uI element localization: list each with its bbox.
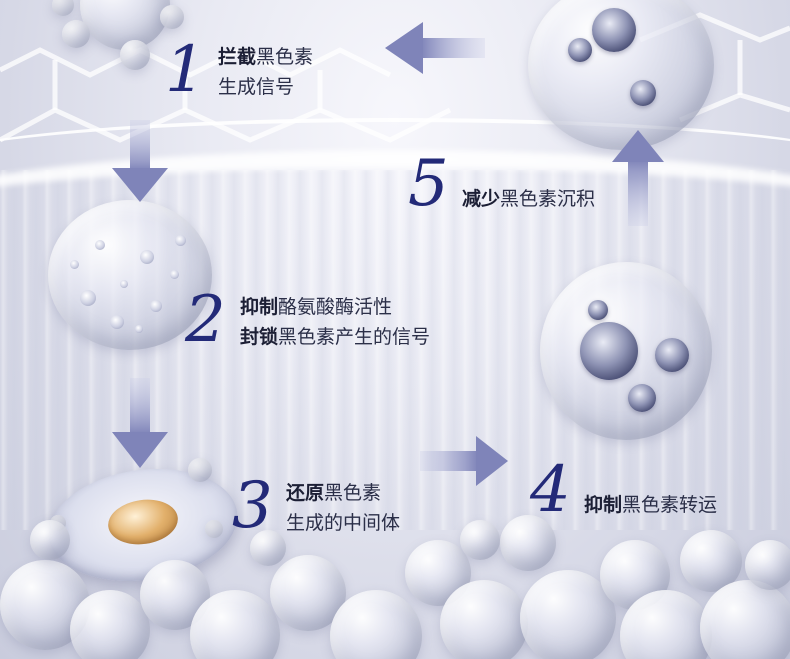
- bubble-top-left-small: [52, 0, 74, 16]
- micro-bubble: [80, 290, 96, 306]
- floor-bubble: [500, 515, 556, 571]
- step-4-line1-rest: 黑色素转运: [622, 494, 718, 516]
- step-4-label: 抑制黑色素转运: [584, 490, 717, 520]
- step-4-line1-bold: 抑制: [584, 494, 623, 516]
- micro-bubble: [120, 280, 128, 288]
- floor-bubble: [460, 520, 500, 560]
- melanin-dot: [655, 338, 689, 372]
- step-2-line2-bold: 封锁: [240, 326, 279, 348]
- step-2-label: 抑制酪氨酸酶活性 封锁黑色素产生的信号: [240, 292, 430, 352]
- floor-bubble: [30, 520, 70, 560]
- step-1-label: 拦截黑色素 生成信号: [218, 42, 313, 102]
- step-3-line1-bold: 还原: [286, 482, 325, 504]
- step-1-number: 1: [165, 33, 206, 107]
- floor-bubble: [520, 570, 616, 659]
- step-5-line1-bold: 减少: [462, 188, 501, 210]
- step-2-line1-bold: 抑制: [240, 296, 279, 318]
- sphere-step-2: [48, 200, 212, 350]
- bubble-top-left-small: [62, 20, 90, 48]
- step-3-label: 还原黑色素 生成的中间体: [286, 478, 400, 538]
- arrow-step1-to-step2: [112, 120, 168, 202]
- floor-bubble: [330, 590, 422, 659]
- step-1-line2-rest: 生成信号: [218, 76, 295, 98]
- arrow-step4-to-step5: [612, 130, 664, 226]
- floor-bubble: [70, 590, 150, 659]
- step-2-line1-rest: 酪氨酸酶活性: [278, 296, 393, 318]
- melanin-dot: [580, 322, 638, 380]
- micro-bubble: [110, 315, 124, 329]
- floor-bubble: [620, 590, 712, 659]
- step-2-number: 2: [185, 283, 226, 357]
- floor-bubble: [700, 580, 790, 659]
- melanin-dot: [568, 38, 592, 62]
- arrow-step5-to-step1: [385, 22, 485, 74]
- light-band-thin: [0, 118, 790, 212]
- step-1-line1-rest: 黑色素: [256, 46, 314, 68]
- micro-bubble: [140, 250, 154, 264]
- floor-bubble: [250, 530, 286, 566]
- micro-bubble: [170, 270, 179, 279]
- step-3-number: 3: [232, 469, 273, 543]
- step-5-line1-rest: 黑色素沉积: [500, 188, 596, 210]
- melanin-dot: [630, 80, 656, 106]
- floor-bubble: [745, 540, 790, 590]
- bubble-top-left-small: [160, 5, 184, 29]
- arrow-step2-to-step3: [112, 378, 168, 468]
- melanin-dot: [588, 300, 608, 320]
- step-5-label: 减少黑色素沉积: [462, 184, 595, 214]
- bubble-top-left-small: [120, 40, 150, 70]
- floor-bubble: [190, 590, 280, 659]
- micro-bubble: [95, 240, 105, 250]
- bubble-disc-small: [188, 458, 212, 482]
- step-2-line2-rest: 黑色素产生的信号: [278, 326, 431, 348]
- melanin-dot: [628, 384, 656, 412]
- step-3-line2-rest: 生成的中间体: [286, 512, 401, 534]
- bubble-disc-small: [205, 520, 223, 538]
- arrow-step3-to-step4: [420, 436, 508, 486]
- micro-bubble: [135, 325, 143, 333]
- micro-bubble: [150, 300, 162, 312]
- floor-bubble: [440, 580, 528, 659]
- step-5-number: 5: [408, 147, 449, 221]
- micro-bubble: [70, 260, 79, 269]
- step-3-line1-rest: 黑色素: [324, 482, 382, 504]
- micro-bubble: [175, 235, 186, 246]
- melanin-dot: [592, 8, 636, 52]
- step-4-number: 4: [530, 453, 571, 527]
- step-1-line1-bold: 拦截: [218, 46, 257, 68]
